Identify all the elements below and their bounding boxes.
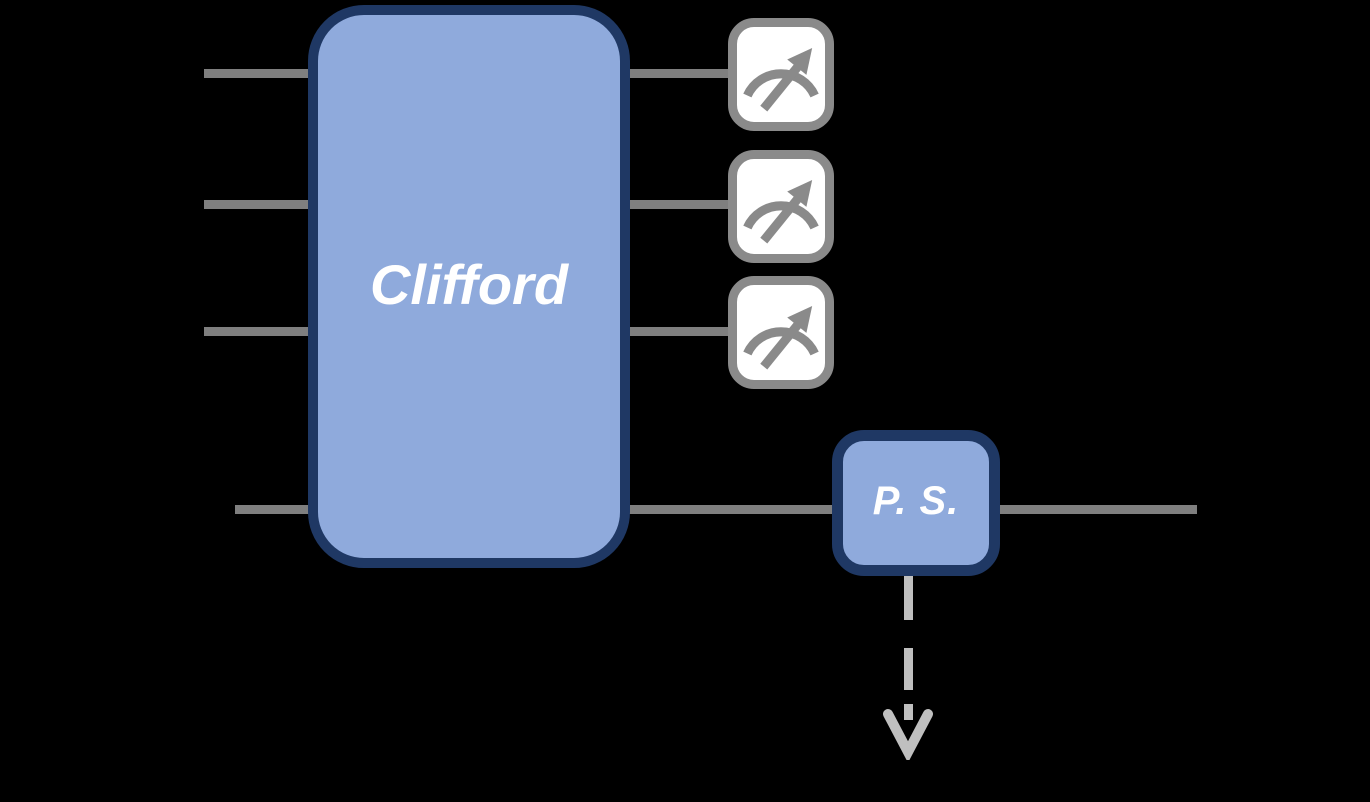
measurement-gauge-icon — [743, 47, 819, 111]
classical-output-dash-2 — [904, 648, 913, 690]
clifford-gate: Clifford — [308, 5, 630, 568]
measurement-meter-2 — [728, 150, 834, 263]
clifford-gate-label: Clifford — [369, 252, 569, 316]
qubit-wire-1-in — [204, 69, 314, 78]
measurement-meter-3 — [728, 276, 834, 389]
qubit-wire-2-out — [620, 200, 732, 209]
down-arrow-icon — [883, 709, 933, 760]
measurement-meter-1 — [728, 18, 834, 131]
ps-gate: P. S. — [832, 430, 1000, 576]
measurement-gauge-icon — [743, 179, 819, 243]
qubit-wire-3-out — [620, 327, 732, 336]
qubit-wire-3-in — [204, 327, 314, 336]
measurement-gauge-icon — [743, 305, 819, 369]
qubit-wire-1-out — [620, 69, 732, 78]
qubit-wire-2-in — [204, 200, 314, 209]
qubit-wire-4-in — [235, 505, 315, 514]
qubit-wire-4-mid — [620, 505, 838, 514]
ps-gate-label: P. S. — [872, 479, 960, 523]
classical-output-dash-3 — [904, 704, 913, 720]
classical-output-dash-1 — [904, 576, 913, 620]
qubit-wire-4-output — [998, 505, 1197, 514]
